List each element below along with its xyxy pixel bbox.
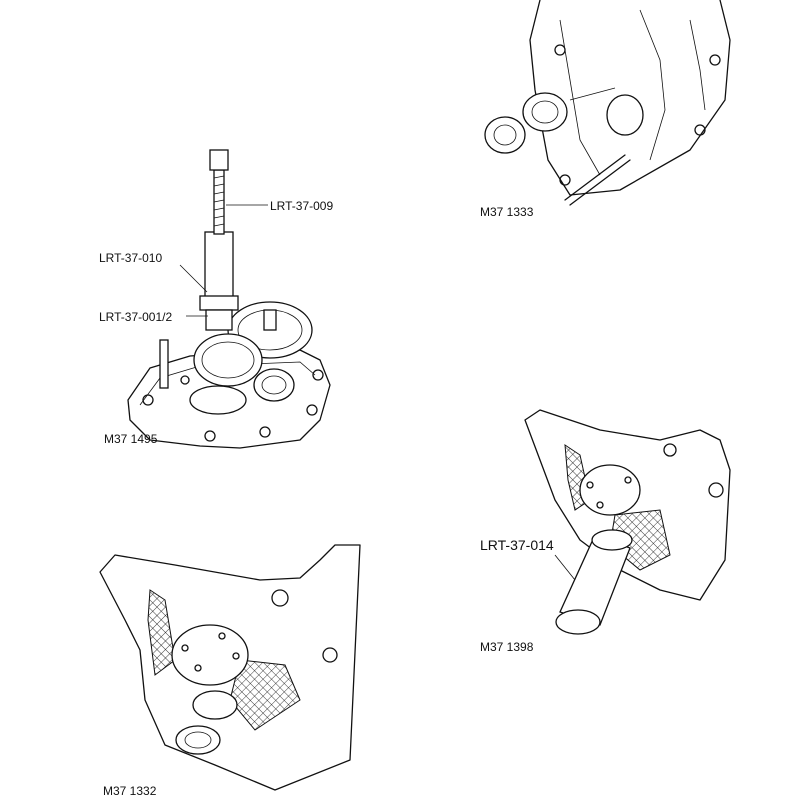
- seal-installer-drawing: [524, 409, 731, 635]
- figure-id-bottom-left: M37 1332: [103, 784, 157, 798]
- puller-assembly-drawing: [127, 149, 331, 449]
- callout-lrt-37-010: LRT-37-010: [99, 251, 163, 265]
- housing-seal-bearing-drawing: [484, 0, 731, 206]
- figure-id-top-right: M37 1333: [480, 205, 534, 219]
- cover-seal-drawing: [99, 544, 361, 791]
- figure-id-top-left: M37 1495: [104, 432, 158, 446]
- callout-lrt-37-001-2: LRT-37-001/2: [99, 310, 173, 324]
- callout-lrt-37-009: LRT-37-009: [270, 199, 334, 213]
- figure-id-bottom-right: M37 1398: [480, 640, 534, 654]
- callout-lrt-37-014: LRT-37-014: [480, 537, 554, 553]
